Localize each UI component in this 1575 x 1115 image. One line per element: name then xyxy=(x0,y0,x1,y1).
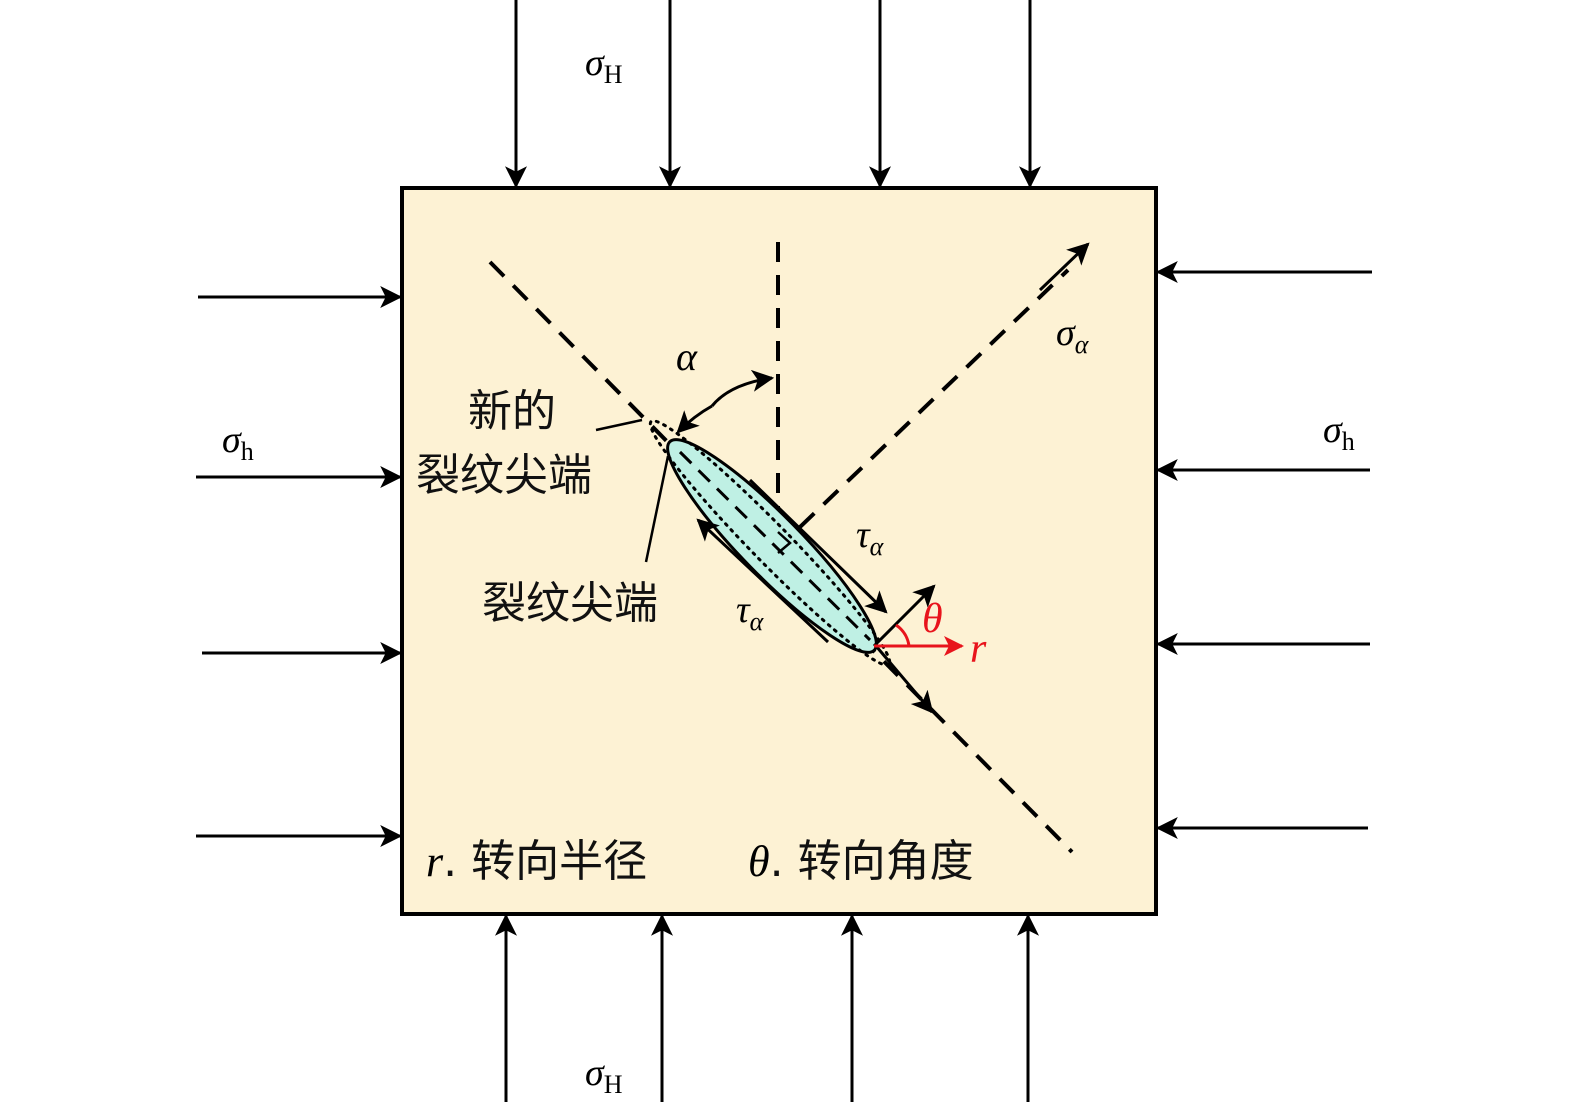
sigma-alpha-label: σα xyxy=(1056,312,1090,359)
right-load-arrows xyxy=(1155,261,1372,839)
new-tip-leader-line xyxy=(595,418,643,432)
sigma-h-left-subscript: h xyxy=(241,437,254,466)
legend-angle: θ. 转向角度 xyxy=(748,836,974,887)
alpha-angle-arrow-right xyxy=(710,369,775,407)
tau-lower-line xyxy=(696,518,830,644)
sigma-alpha-arrow xyxy=(1038,242,1090,292)
r-label: r xyxy=(970,626,987,672)
sigma-H-top-label: σH xyxy=(585,42,623,89)
tau-upper-subscript: α xyxy=(870,532,885,561)
normal-stress-dashed-line xyxy=(774,268,1070,552)
new-crack-tip-label-line2: 裂纹尖端 xyxy=(416,450,592,501)
left-load-arrows xyxy=(196,286,403,847)
new-crack-dotted-outline xyxy=(648,419,892,667)
sigma-alpha-subscript: α xyxy=(1075,330,1090,359)
crack-centre-line xyxy=(678,450,872,642)
sigma-h-left-label: σh xyxy=(222,419,254,466)
sigma-h-right-subscript: h xyxy=(1342,427,1355,456)
alpha-label: α xyxy=(676,334,698,379)
tau-lower-subscript: α xyxy=(750,607,765,636)
sigma-H-bottom-label: σH xyxy=(585,1052,623,1099)
tau-upper-line xyxy=(748,478,888,614)
theta-direction-arrow xyxy=(872,584,936,648)
theta-label: θ xyxy=(922,596,943,642)
alpha-angle-arrow-left xyxy=(676,404,713,434)
right-angle-marker xyxy=(777,531,792,554)
crack-tip-leader-line xyxy=(644,455,670,563)
bottom-load-arrows xyxy=(495,913,1039,1102)
legend-angle-symbol: θ xyxy=(748,837,770,886)
tau-upper-label: τα xyxy=(856,514,885,561)
sigma-H-top-subscript: H xyxy=(604,60,623,89)
sigma-H-bottom-subscript: H xyxy=(604,1070,623,1099)
new-crack-tip-label-line1: 新的 xyxy=(468,386,556,437)
sigma-h-right-label: σh xyxy=(1323,409,1355,456)
legend-angle-text: . 转向角度 xyxy=(770,836,974,887)
legend-radius-symbol: r xyxy=(426,837,444,886)
legend-radius: r. 转向半径 xyxy=(426,836,647,887)
crack-tip-label: 裂纹尖端 xyxy=(482,578,658,629)
crack-extension-arrow xyxy=(874,645,934,714)
legend-radius-text: . 转向半径 xyxy=(443,836,647,887)
tau-lower-label: τα xyxy=(736,589,765,636)
theta-angle-arc xyxy=(895,623,911,647)
top-load-arrows xyxy=(505,0,1041,189)
